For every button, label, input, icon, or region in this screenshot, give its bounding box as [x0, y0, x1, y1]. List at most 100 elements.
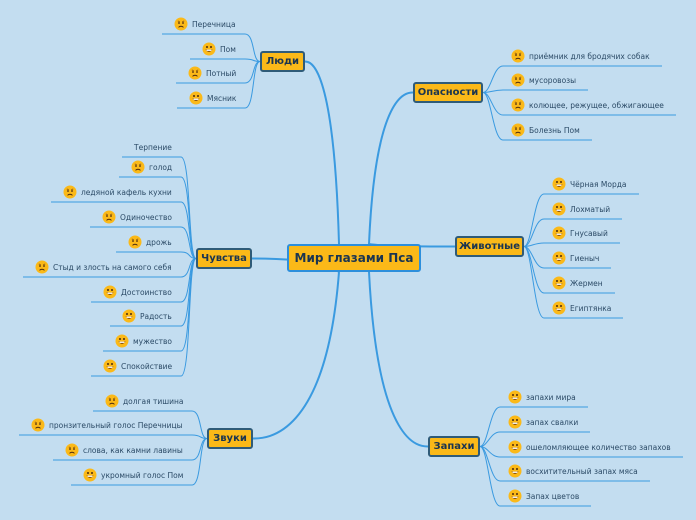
branch-dangers[interactable]: Опасности [413, 82, 483, 103]
happy-face-icon [103, 285, 117, 299]
happy-face-icon [189, 91, 203, 105]
happy-face-icon [508, 415, 522, 429]
happy-face-icon [115, 334, 129, 348]
sad-face-icon [511, 73, 525, 87]
leaf-connector [191, 434, 208, 439]
leaf-label: ошеломляющее количество запахов [526, 442, 671, 452]
happy-face-icon [83, 468, 97, 482]
leaf-label: Болезнь Пом [529, 125, 580, 135]
leaf-label: Лохматый [570, 204, 611, 214]
leaf-item[interactable]: Гиеныч [552, 250, 599, 266]
happy-face-icon [552, 301, 566, 315]
leaf-connector [191, 438, 208, 486]
happy-face-icon [508, 464, 522, 478]
leaf-label: мужество [133, 336, 172, 346]
leaf-label: Радость [140, 311, 172, 321]
leaf-connector [180, 226, 197, 259]
leaf-connector [482, 65, 504, 93]
leaf-item[interactable]: Стыд и злость на самого себя [35, 259, 172, 275]
leaf-item[interactable]: Египтянка [552, 300, 611, 316]
leaf-item[interactable]: долгая тишина [105, 393, 183, 409]
leaf-label: Спокойствие [121, 361, 173, 371]
leaf-label: Гнусавый [570, 228, 608, 238]
leaf-connector [191, 410, 208, 439]
leaf-item[interactable]: Потный [188, 65, 236, 81]
leaf-label: дрожь [146, 237, 172, 247]
leaf-item[interactable]: Достоинство [103, 284, 172, 300]
leaf-label: Пом [220, 44, 236, 54]
leaf-item[interactable]: Гнусавый [552, 225, 608, 241]
happy-face-icon [508, 440, 522, 454]
sad-face-icon [511, 98, 525, 112]
leaf-item[interactable]: Пом [202, 41, 236, 57]
leaf-item[interactable]: ошеломляющее количество запахов [508, 439, 671, 455]
leaf-item[interactable]: укромный голос Пом [83, 467, 183, 483]
leaf-label: Жермен [570, 278, 603, 288]
leaf-connector [180, 258, 197, 377]
branch-connector-smells [368, 271, 429, 448]
leaf-item[interactable]: Болезнь Пом [511, 122, 580, 138]
central-topic[interactable]: Мир глазами Пса [287, 244, 421, 272]
leaf-item[interactable]: ледяной кафель кухни [63, 184, 172, 200]
sad-face-icon [65, 443, 79, 457]
leaf-connector [479, 446, 501, 507]
leaf-label: Потный [206, 68, 237, 78]
branch-connector-sounds [252, 271, 340, 440]
leaf-item[interactable]: Жермен [552, 275, 603, 291]
leaf-item[interactable]: запахи мира [508, 389, 576, 405]
leaf-connector [523, 246, 545, 319]
leaf-connector [479, 406, 501, 447]
leaf-label: Достоинство [121, 287, 172, 297]
sad-face-icon [105, 394, 119, 408]
leaf-label: голод [149, 162, 173, 172]
leaf-label: Запах цветов [526, 491, 580, 501]
leaf-item[interactable]: Перечница [174, 16, 236, 32]
leaf-connector [479, 446, 501, 482]
leaf-connector [523, 193, 545, 247]
leaf-item[interactable]: колющее, режущее, обжигающее [511, 97, 664, 113]
leaf-item[interactable]: мусоровозы [511, 72, 576, 88]
branch-feelings[interactable]: Чувства [196, 248, 252, 269]
leaf-label: приёмник для бродячих собак [529, 51, 650, 61]
leaf-item[interactable]: Терпение [134, 139, 172, 155]
leaf-item[interactable]: Чёрная Морда [552, 176, 627, 192]
happy-face-icon [552, 226, 566, 240]
happy-face-icon [202, 42, 216, 56]
leaf-item[interactable]: мужество [115, 333, 172, 349]
leaf-item[interactable]: Лохматый [552, 201, 610, 217]
leaf-item[interactable]: Мясник [189, 90, 236, 106]
sad-face-icon [35, 260, 49, 274]
leaf-label: ледяной кафель кухни [81, 187, 172, 197]
leaf-label: долгая тишина [123, 396, 184, 406]
branch-people[interactable]: Люди [260, 51, 305, 72]
leaf-label: запахи мира [526, 392, 576, 402]
branch-sounds[interactable]: Звуки [207, 428, 253, 449]
happy-face-icon [508, 390, 522, 404]
sad-face-icon [31, 418, 45, 432]
leaf-label: укромный голос Пом [101, 470, 184, 480]
branch-animals[interactable]: Животные [455, 236, 524, 257]
leaf-label: Одиночество [120, 212, 173, 222]
leaf-item[interactable]: слова, как камни лавины [65, 442, 183, 458]
leaf-item[interactable]: дрожь [128, 234, 172, 250]
happy-face-icon [103, 359, 117, 373]
leaf-item[interactable]: Радость [122, 308, 172, 324]
branch-smells[interactable]: Запахи [428, 436, 480, 457]
leaf-item[interactable]: пронзительный голос Перечницы [31, 417, 183, 433]
leaf-connector [244, 61, 261, 109]
leaf-item[interactable]: голод [131, 159, 172, 175]
leaf-item[interactable]: приёмник для бродячих собак [511, 48, 650, 64]
happy-face-icon [552, 202, 566, 216]
leaf-label: Стыд и злость на самого себя [53, 262, 172, 272]
leaf-connector [523, 218, 545, 247]
leaf-label: колющее, режущее, обжигающее [529, 100, 664, 110]
leaf-connector [244, 33, 261, 62]
leaf-item[interactable]: Запах цветов [508, 488, 579, 504]
leaf-item[interactable]: Спокойствие [103, 358, 172, 374]
leaf-item[interactable]: Одиночество [102, 209, 172, 225]
sad-face-icon [511, 49, 525, 63]
leaf-item[interactable]: восхитительный запах мяса [508, 463, 638, 479]
leaf-label: Терпение [134, 142, 172, 152]
leaf-item[interactable]: запах свалки [508, 414, 578, 430]
